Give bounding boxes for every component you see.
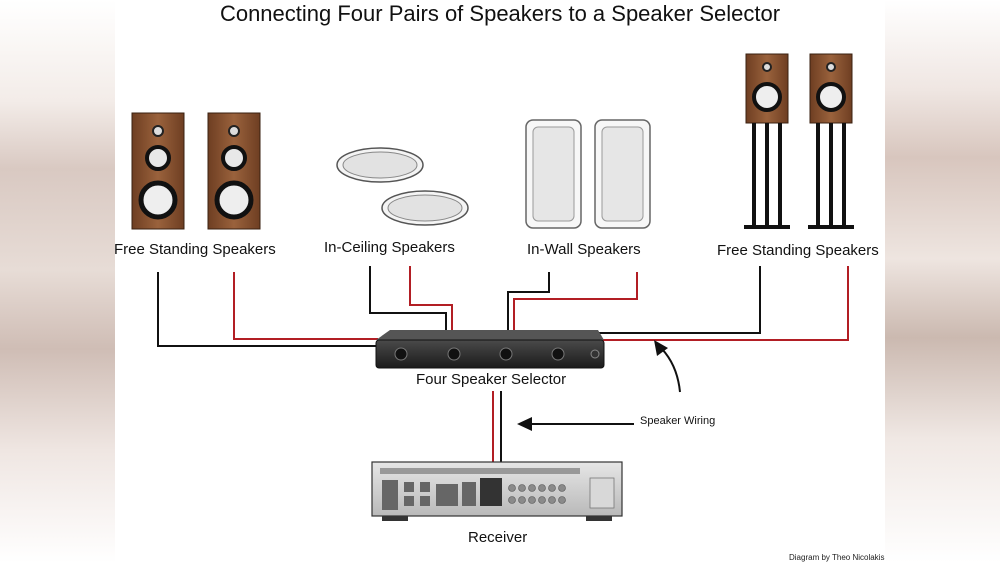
- label-free-standing-right: Free Standing Speakers: [717, 242, 879, 259]
- wire-black-wall: [507, 272, 550, 333]
- ceiling-speaker-icon: [336, 147, 424, 183]
- label-selector: Four Speaker Selector: [416, 371, 567, 388]
- receiver-icon: [371, 461, 623, 521]
- label-receiver: Receiver: [468, 529, 528, 546]
- speaker-selector-icon: [375, 330, 605, 369]
- label-in-wall: In-Wall Speakers: [527, 241, 641, 258]
- wire-red-ceiling: [409, 266, 453, 333]
- label-speaker-wiring: Speaker Wiring: [640, 415, 716, 427]
- label-in-ceiling: In-Ceiling Speakers: [324, 239, 455, 256]
- arrow-icon: [517, 417, 634, 431]
- floor-speaker-icon: [131, 112, 185, 230]
- wall-speaker-icon: [525, 119, 582, 229]
- ceiling-speaker-icon: [381, 190, 469, 226]
- label-free-standing-left: Free Standing Speakers: [114, 241, 276, 258]
- wire-red-right: [600, 266, 849, 341]
- wire-black-left: [157, 272, 378, 347]
- wire-red-left: [233, 272, 378, 340]
- diagram-credit: Diagram by Theo Nicolakis: [789, 553, 885, 562]
- stand-speaker-icon: [744, 53, 790, 229]
- wire-red-wall: [513, 272, 638, 333]
- wire-black-ceiling: [369, 266, 447, 333]
- wall-speaker-icon: [594, 119, 651, 229]
- right-background-blur: [885, 0, 1000, 563]
- wire-black-right: [594, 266, 761, 334]
- floor-speaker-icon: [207, 112, 261, 230]
- left-background-blur: [0, 0, 115, 563]
- page-title: Connecting Four Pairs of Speakers to a S…: [219, 1, 781, 26]
- stand-speaker-icon: [808, 53, 854, 229]
- speaker-wires: [157, 266, 849, 478]
- arrow-icon: [654, 340, 681, 393]
